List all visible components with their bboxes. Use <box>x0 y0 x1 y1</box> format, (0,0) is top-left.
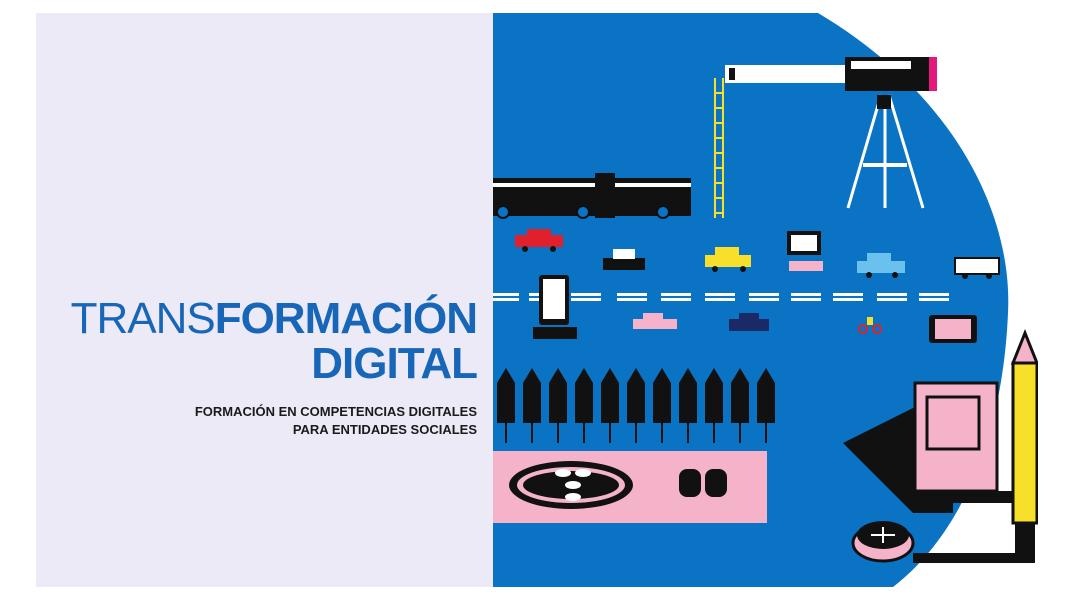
smartphone-icon <box>533 275 577 339</box>
car-navy-icon <box>729 313 769 331</box>
car-yellow-icon <box>705 247 751 272</box>
car-black-icon <box>603 249 645 270</box>
title-bold-part: FORMACIÓN <box>214 294 478 343</box>
subtitle-line1: FORMACIÓN EN COMPETENCIAS DIGITALES <box>194 404 477 419</box>
title-block: TRANSFORMACIÓN DIGITAL FORMACIÓN EN COMP… <box>70 294 478 439</box>
bus-icon <box>493 173 691 219</box>
plaza-icon <box>493 451 767 523</box>
bicycle-icon <box>858 317 882 334</box>
car-lightblue-icon <box>857 253 905 278</box>
van-white-icon <box>954 257 1000 279</box>
compass-icon <box>851 521 915 563</box>
title-panel: TRANSFORMACIÓN DIGITAL FORMACIÓN EN COMP… <box>36 13 493 587</box>
trees-row <box>497 368 775 443</box>
hero-banner: TRANSFORMACIÓN DIGITAL FORMACIÓN EN COMP… <box>36 13 1038 587</box>
computer-icon <box>843 381 1013 513</box>
car-red-icon <box>515 229 563 252</box>
car-pink-icon <box>633 313 677 329</box>
telescope-icon <box>725 57 937 209</box>
page-subtitle: FORMACIÓN EN COMPETENCIAS DIGITALES PARA… <box>71 403 477 439</box>
subtitle-line2: PARA ENTIDADES SOCIALES <box>292 422 477 437</box>
tablet-icon <box>929 315 977 343</box>
monitor-wifi-icon <box>787 231 823 271</box>
city-illustration <box>493 13 1038 587</box>
page-title-line2: DIGITAL <box>311 339 478 388</box>
pencil-icon <box>913 328 1038 563</box>
title-light-part: TRANS <box>70 294 216 343</box>
ladder-icon <box>714 78 724 218</box>
page-title-line1: TRANSFORMACIÓN <box>70 294 478 343</box>
